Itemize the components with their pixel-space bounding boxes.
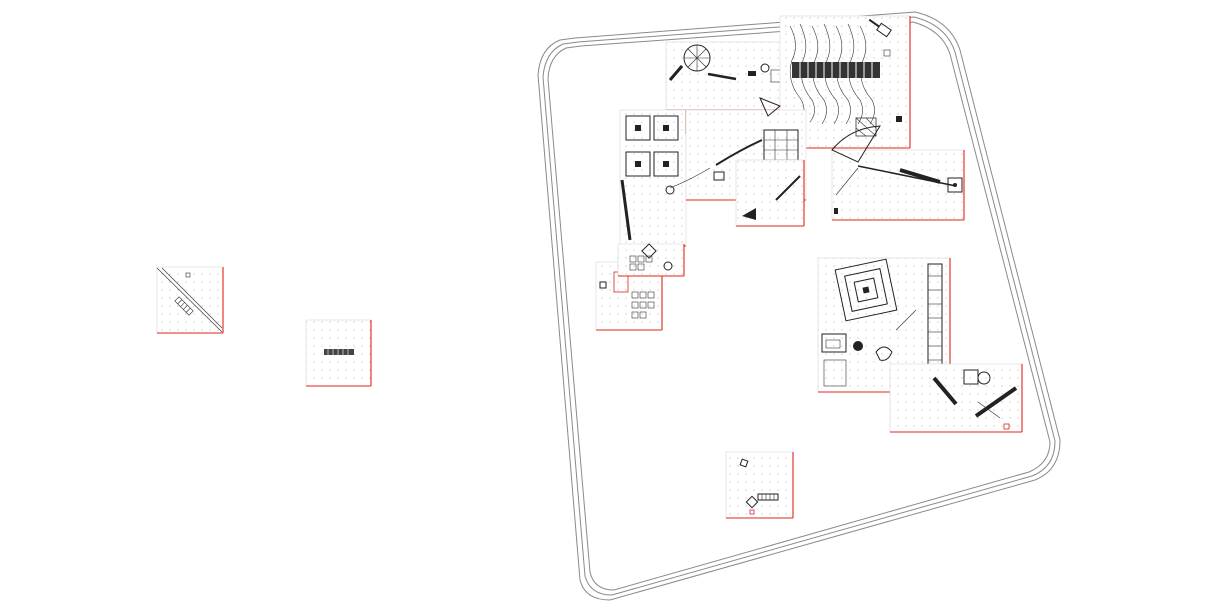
zone-seating-right [617,243,685,277]
site-boundary [537,11,1061,601]
fan-wedge-shape [831,125,881,163]
zone-balance-beam [831,149,965,221]
detail-tile-diagonal-ramp [156,266,224,334]
zone-maze [817,257,951,393]
zone-sandbox-squares [619,109,687,247]
zone-bottom-swing [725,451,794,519]
zone-seesaw [889,363,1023,433]
zone-spinner [735,159,805,227]
detail-tile-bench [305,319,372,387]
